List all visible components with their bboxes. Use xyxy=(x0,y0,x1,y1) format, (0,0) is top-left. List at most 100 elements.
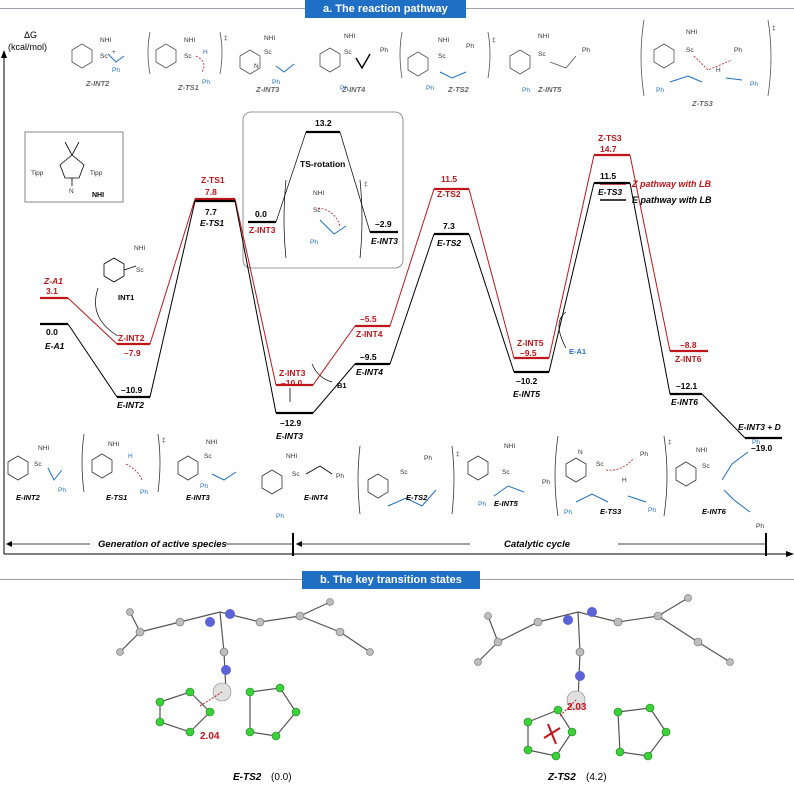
e-ts2-model xyxy=(116,598,374,741)
e-int6-ph-bottom: Ph xyxy=(756,523,764,530)
e-int6-ph-top: Ph xyxy=(752,439,760,446)
inset-right-value: –2.9 xyxy=(375,219,392,229)
eint2-value: –10.9 xyxy=(121,385,143,395)
cap-z-ts2: Z-TS2 xyxy=(447,85,470,94)
z-ts2-nhi: NHI xyxy=(438,37,449,44)
nhi-structure-box: Tipp Tipp N NHI xyxy=(24,131,124,203)
e-ts2-ph: Ph xyxy=(424,455,432,462)
e-int3-sc: Sc xyxy=(204,453,212,460)
struct-e-int2: NHI Sc Ph xyxy=(7,445,66,494)
int1-sc: Sc xyxy=(136,267,144,274)
eint2-name: E-INT2 xyxy=(117,400,144,410)
e-int4-nhi: NHI xyxy=(286,453,297,460)
section-a-title: a. The reaction pathway xyxy=(305,0,466,18)
z-ts3-h: H xyxy=(716,67,721,74)
zint6-value: –8.8 xyxy=(680,340,697,350)
ets3-name: E-TS3 xyxy=(598,187,622,197)
e-int6-nhi: NHI xyxy=(696,447,707,454)
legend-z-label: Z pathway with LB xyxy=(631,179,712,189)
e-int2-sc: Sc xyxy=(34,461,42,468)
zts2-name: Z-TS2 xyxy=(437,189,461,199)
section-b-banner: b. The key transition states xyxy=(0,571,794,589)
z-int5-nhi: NHI xyxy=(538,33,549,40)
eint5-value: –10.2 xyxy=(516,376,538,386)
struct-z-ts2: NHI Sc Ph Ph ‡ xyxy=(399,31,496,92)
z-int5-ph: Ph xyxy=(582,47,590,54)
e-int2-ph: Ph xyxy=(58,487,66,494)
e-ts3-n: N xyxy=(578,449,583,456)
e-int4-sc: Sc xyxy=(292,471,300,478)
inset-dagger: ‡ xyxy=(364,181,368,188)
z-int4-ph-blue: Ph xyxy=(340,85,348,92)
e-pathway xyxy=(40,181,782,440)
struct-e-int3: NHI Sc Ph xyxy=(177,439,237,490)
inset-right-name: E-INT3 xyxy=(371,236,398,246)
eint3-name: E-INT3 xyxy=(276,431,303,441)
z-ts1-h: H xyxy=(203,49,208,56)
nhi-tipp-right: Tipp xyxy=(90,170,103,177)
ea1-value: 0.0 xyxy=(46,327,58,337)
z-ts2-dagger: ‡ xyxy=(492,37,496,44)
struct-e-int5: NHI Sc Ph Ph xyxy=(467,443,550,508)
eint6-value: –12.1 xyxy=(676,381,698,391)
e-int3-nhi: NHI xyxy=(206,439,217,446)
cap-e-ts1: E-TS1 xyxy=(106,493,127,502)
e-ts3-ph: Ph xyxy=(640,451,648,458)
z-ts1-sc: Sc xyxy=(184,53,192,60)
struct-z-int5: NHI Sc Ph Ph xyxy=(509,33,590,94)
e-ts3-h: H xyxy=(622,477,627,484)
z-ts1-ph: Ph xyxy=(202,79,210,86)
cap-e-int4: E-INT4 xyxy=(304,493,329,502)
e-int5-nhi: NHI xyxy=(504,443,515,450)
zint4-value: –5.5 xyxy=(360,314,377,324)
ets2-name: E-TS2 xyxy=(437,238,461,248)
e-ts3-ph-left: Ph xyxy=(564,509,572,516)
e-int5-ph-blue: Ph xyxy=(478,501,486,508)
b1-label: B1 xyxy=(337,381,347,390)
e-ts3-sc: Sc xyxy=(596,461,604,468)
struct-e-int6: NHI Sc Ph Ph xyxy=(675,439,764,530)
e-ts1-dagger: ‡ xyxy=(162,437,166,444)
ea1-curve xyxy=(558,311,567,349)
cap-z-ts1: Z-TS1 xyxy=(177,83,199,92)
eint3-value: –12.9 xyxy=(280,418,302,428)
zts1-name: Z-TS1 xyxy=(201,175,225,185)
top-structures: NHI Sc + Ph NHI Sc H Ph ‡ NHI Sc N Ph NH… xyxy=(71,19,776,97)
cap-z-ts3: Z-TS3 xyxy=(691,99,714,108)
int1-label: INT1 xyxy=(118,293,134,302)
e-ts1-ph: Ph xyxy=(140,489,148,496)
int1-nhi: NHI xyxy=(134,245,145,252)
legend-e-label: E pathway with LB xyxy=(632,195,712,205)
z-ts3-ph: Ph xyxy=(734,47,742,54)
e-int3-ph: Ph xyxy=(200,483,208,490)
cap-z-int4: Z-INT4 xyxy=(341,85,366,94)
eint4-value: –9.5 xyxy=(360,352,377,362)
z-int3-ph: Ph xyxy=(272,79,280,86)
cap-e-int2: E-INT2 xyxy=(16,493,41,502)
z-int5-ph-blue: Ph xyxy=(522,87,530,94)
e-ts1-h: H xyxy=(128,453,133,460)
struct-z-int2: NHI Sc + Ph xyxy=(71,37,125,74)
inset-left-name: Z-INT3 xyxy=(249,225,276,235)
cap-e-int3: E-INT3 xyxy=(186,493,211,502)
z-pathway xyxy=(40,153,708,387)
z-int2-ph: Ph xyxy=(112,67,120,74)
zint2-name: Z-INT2 xyxy=(118,333,145,343)
inset-nhi: NHI xyxy=(313,190,324,197)
bottom-structures: NHI Sc Ph NHI H Ph ‡ NHI Sc Ph NHI Sc Ph… xyxy=(7,433,764,530)
inset-left-value: 0.0 xyxy=(255,209,267,219)
eint4-name: E-INT4 xyxy=(356,367,383,377)
struct-e-ts3: N Sc Ph H Ph Ph ‡ xyxy=(554,435,672,517)
zint6-name: Z-INT6 xyxy=(675,354,702,364)
e-ts3-ph-right: Ph xyxy=(648,507,656,514)
e-ts1-nhi: NHI xyxy=(108,441,119,448)
e-int5-ph: Ph xyxy=(542,479,550,486)
y-axis-unit: (kcal/mol) xyxy=(8,42,47,52)
z-int5-sc: Sc xyxy=(538,51,546,58)
zint3-value: –10.0 xyxy=(281,378,303,388)
struct-e-ts1: NHI H Ph ‡ xyxy=(81,433,166,496)
zts3-name: Z-TS3 xyxy=(598,133,622,143)
x-axis-arrow xyxy=(786,551,794,557)
e-ts3-dagger: ‡ xyxy=(668,439,672,446)
